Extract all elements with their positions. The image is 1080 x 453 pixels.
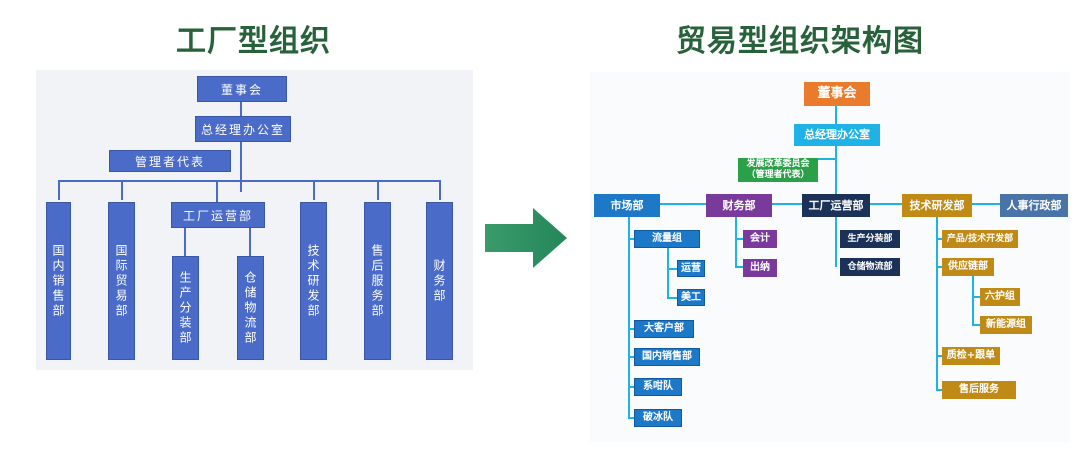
right-arrow-icon xyxy=(485,208,567,268)
mgmt-rep-box: 管理者代表 xyxy=(109,150,231,172)
connector-line xyxy=(735,217,737,267)
factory-warehouse: 仓储物流部 xyxy=(840,258,900,276)
dept-domestic-sales: 国内销售部 xyxy=(46,202,71,360)
market-domestic-sales: 国内销售部 xyxy=(634,348,700,366)
connector-line xyxy=(667,297,677,299)
factory-production: 生产分装部 xyxy=(840,230,900,248)
finance-accounting: 会计 xyxy=(743,230,777,248)
finance-cashier: 出纳 xyxy=(743,259,777,277)
connector-line xyxy=(936,389,942,391)
supply-group-energy: 新能源组 xyxy=(980,316,1032,334)
trade-org-chart: 董事会 总经理办公室 发展改革委员会 （管理者代表） 市场部 财务部 工厂运营部… xyxy=(590,72,1070,442)
connector-line xyxy=(628,328,634,330)
connector-line xyxy=(835,106,837,206)
connector-line xyxy=(628,217,630,419)
connector-line xyxy=(972,276,974,326)
tech-after-sales: 售后服务 xyxy=(942,381,1016,399)
connector-line xyxy=(121,180,123,200)
connector-line xyxy=(628,238,634,240)
dept-tech-rd: 技术研发部 xyxy=(902,194,972,217)
connector-line xyxy=(249,226,251,256)
connector-line xyxy=(936,238,942,240)
dept-intl-trade: 国际贸易部 xyxy=(108,202,135,360)
connector-line xyxy=(58,180,60,200)
connector-line xyxy=(735,266,743,268)
gm-office-box: 总经理办公室 xyxy=(195,116,291,142)
tech-product-dev: 产品/技术开发部 xyxy=(942,230,1018,248)
connector-line xyxy=(58,180,440,182)
dept-finance: 财务部 xyxy=(706,194,772,217)
dept-hr-admin: 人事行政部 xyxy=(1000,194,1068,217)
market-design: 美工 xyxy=(677,289,705,306)
sub-warehouse: 仓储物流部 xyxy=(237,256,264,360)
market-traffic-group: 流量组 xyxy=(634,230,700,248)
connector-line xyxy=(835,217,837,267)
connector-line xyxy=(628,417,634,419)
connector-line xyxy=(735,238,743,240)
connector-line xyxy=(667,248,669,298)
dept-tech-rd: 技术研发部 xyxy=(300,202,327,360)
tech-supply-chain: 供应链部 xyxy=(942,258,994,276)
connector-line xyxy=(628,386,634,388)
connector-line xyxy=(313,180,315,200)
board-box: 董事会 xyxy=(197,76,287,102)
dept-finance: 财务部 xyxy=(426,202,453,360)
connector-line xyxy=(439,180,441,200)
dept-factory-ops: 工厂运营部 xyxy=(802,194,870,217)
committee-box: 发展改革委员会 （管理者代表） xyxy=(738,158,818,182)
left-chart-title: 工厂型组织 xyxy=(176,24,331,59)
connector-line xyxy=(972,296,980,298)
connector-line xyxy=(216,180,218,202)
market-operations: 运营 xyxy=(677,260,705,277)
dept-market: 市场部 xyxy=(594,194,660,217)
sub-production: 生产分装部 xyxy=(172,256,199,360)
connector-line xyxy=(972,324,980,326)
connector-line xyxy=(377,180,379,200)
gm-office-box: 总经理办公室 xyxy=(794,124,880,146)
connector-line xyxy=(667,268,677,270)
board-box: 董事会 xyxy=(804,82,870,106)
market-key-accounts: 大客户部 xyxy=(634,320,694,338)
dept-factory-ops: 工厂运营部 xyxy=(171,202,265,228)
tech-qc-followup: 质检+跟单 xyxy=(942,347,1000,365)
dept-after-sales: 售后服务部 xyxy=(364,202,391,360)
connector-line xyxy=(184,226,186,256)
factory-org-chart: 董事会 总经理办公室 管理者代表 国内销售部 国际贸易部 工厂运营部 生产分装部… xyxy=(36,70,473,370)
right-chart-title: 贸易型组织架构图 xyxy=(676,24,924,59)
connector-line xyxy=(936,355,942,357)
connector-line xyxy=(628,356,634,358)
market-team-b: 破冰队 xyxy=(634,409,682,427)
market-team-a: 系咁队 xyxy=(634,378,682,396)
connector-line xyxy=(240,102,242,192)
connector-line xyxy=(936,266,942,268)
connector-line xyxy=(936,217,938,389)
supply-group-a: 六护组 xyxy=(980,288,1020,306)
